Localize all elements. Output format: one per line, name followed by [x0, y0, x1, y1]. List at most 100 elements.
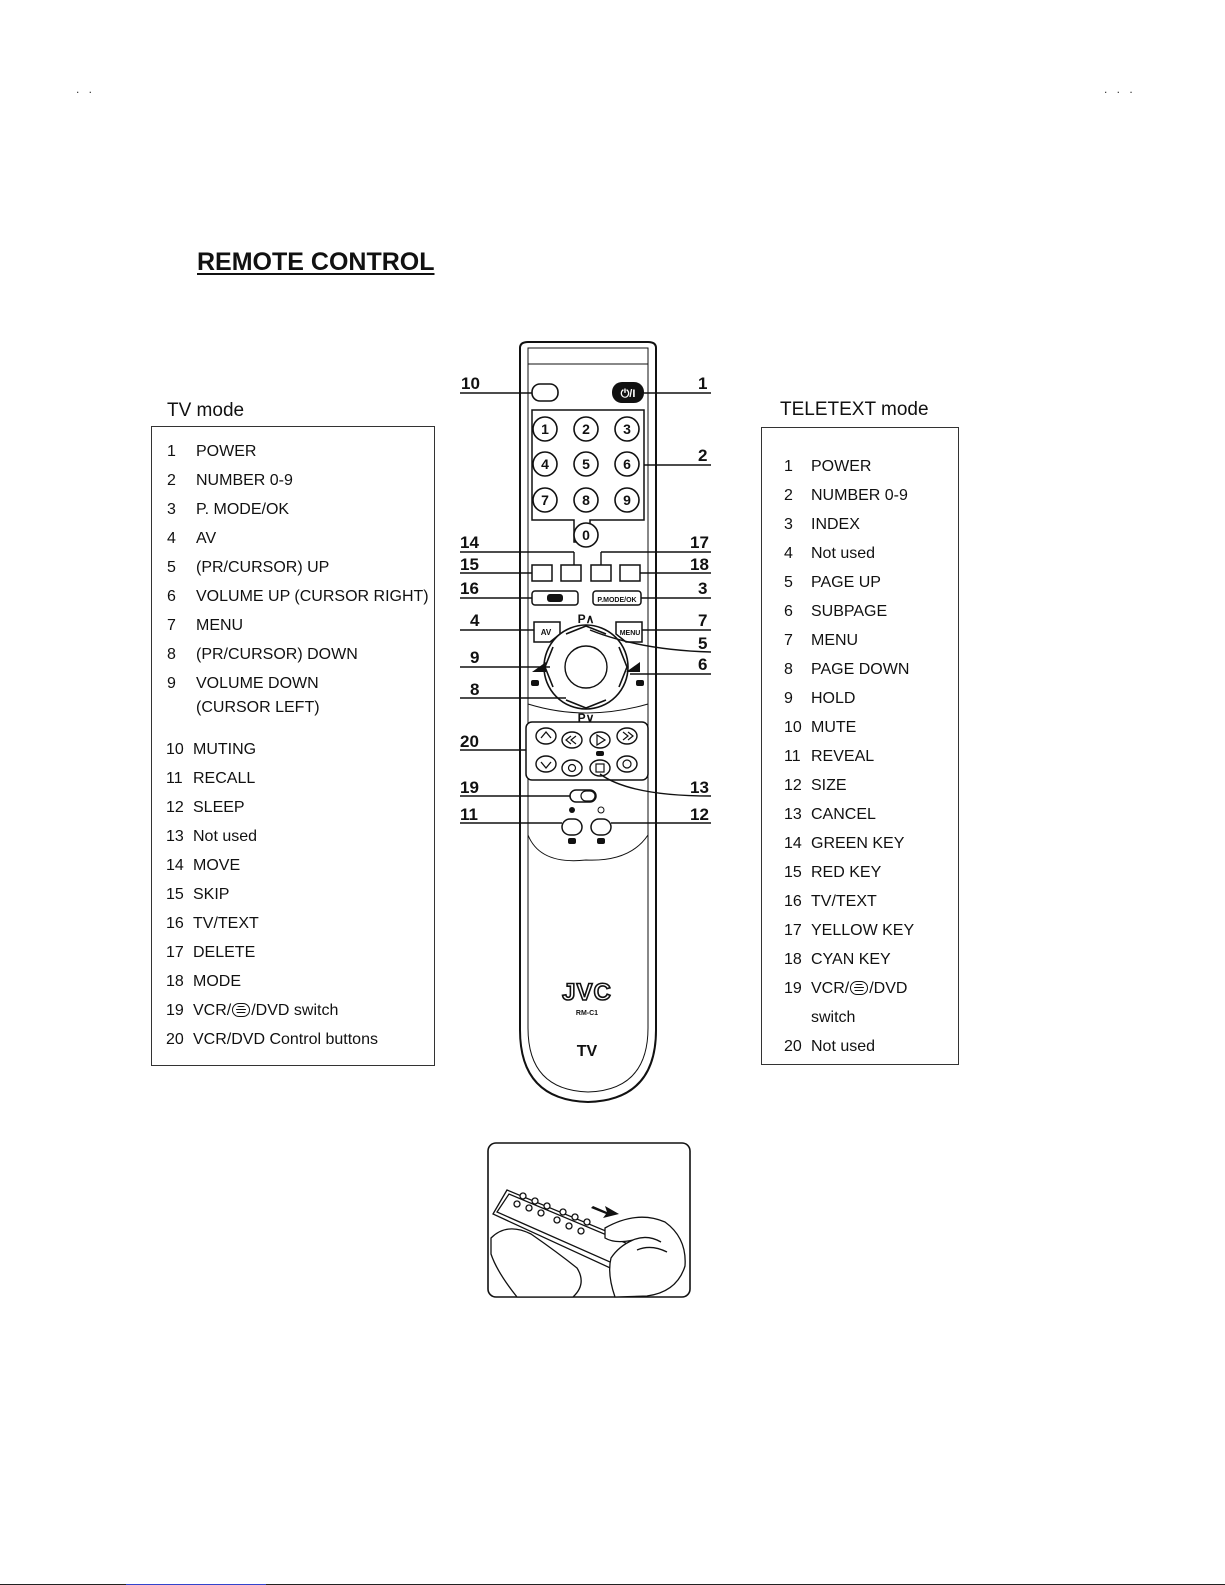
- item-label: CANCEL: [811, 800, 876, 829]
- item-number: 2: [784, 487, 793, 504]
- callout-13: 13: [690, 778, 709, 797]
- item-label-text: NUMBER 0-9: [811, 487, 908, 504]
- item-number: 9: [784, 690, 793, 707]
- item-number: 8: [167, 646, 176, 663]
- item-number: 19: [166, 1002, 184, 1019]
- item-label-text: MODE: [193, 973, 241, 990]
- tv-mode-item: 5(PR/CURSOR) UP: [152, 553, 434, 582]
- callout-2: 2: [698, 446, 707, 465]
- item-label-text: AV: [196, 530, 217, 547]
- item-label-text: POWER: [811, 458, 872, 475]
- item-number: 17: [784, 922, 802, 939]
- sleep-icon: [597, 806, 605, 814]
- item-number: 7: [167, 617, 176, 634]
- remote-tv-label: TV: [577, 1043, 598, 1060]
- subpage-icon: [636, 680, 644, 686]
- tv-mode-item: 8(PR/CURSOR) DOWN: [152, 640, 434, 669]
- teletext-icon: [850, 981, 869, 995]
- item-label-text: NUMBER 0-9: [196, 472, 293, 489]
- right-hand: [604, 1216, 686, 1298]
- item-label-text: CANCEL: [811, 806, 876, 823]
- item-label: TV/TEXT: [193, 909, 259, 938]
- recall-icon: [569, 807, 575, 813]
- digit-button-8[interactable]: [573, 487, 599, 513]
- vcr-channel-down-button[interactable]: [535, 755, 557, 773]
- vcr-fast-forward-button[interactable]: [616, 727, 638, 745]
- pause-icon: [595, 763, 605, 773]
- vcr-power-button[interactable]: [616, 755, 638, 773]
- digit-button-7[interactable]: [532, 487, 558, 513]
- item-label: Not used: [811, 1032, 875, 1061]
- teletext-mode-item: 9 HOLD: [762, 684, 958, 713]
- item-label-text: HOLD: [811, 690, 856, 707]
- item-label-text: P. MODE/OK: [196, 501, 290, 518]
- chevron-down-icon: [540, 761, 552, 770]
- callout-14: 14: [460, 533, 479, 552]
- digit-button-9[interactable]: [614, 487, 640, 513]
- red-key[interactable]: [531, 564, 553, 582]
- power-button[interactable]: [612, 382, 644, 403]
- callout-7: 7: [698, 611, 707, 630]
- callout-1: 1: [698, 374, 707, 393]
- item-label-text: VOLUME UP (CURSOR RIGHT): [196, 588, 429, 605]
- yellow-key[interactable]: [590, 564, 612, 582]
- item-number: 13: [166, 828, 184, 845]
- item-label-text: Not used: [193, 828, 258, 845]
- item-number: 4: [167, 530, 176, 547]
- item-number: 8: [784, 661, 793, 678]
- item-label: P. MODE/OK: [196, 495, 289, 524]
- vcr-play-button[interactable]: [589, 731, 611, 749]
- teletext-mode-item: switch: [762, 1003, 958, 1032]
- vcr-rewind-button[interactable]: [561, 731, 583, 749]
- callout-6: 6: [698, 655, 707, 674]
- item-label-text: (PR/CURSOR) UP: [196, 559, 330, 576]
- item-label: SUBPAGE: [811, 597, 887, 626]
- digit-button-3[interactable]: [614, 416, 640, 442]
- cyan-key[interactable]: [619, 564, 641, 582]
- direction-pad-center[interactable]: [564, 645, 608, 689]
- menu-button[interactable]: [615, 621, 643, 643]
- item-number: 4: [784, 545, 793, 562]
- callout-9: 9: [470, 648, 479, 667]
- digit-button-1[interactable]: [532, 416, 558, 442]
- vcr-stop-button[interactable]: [561, 759, 583, 777]
- callout-19: 19: [460, 778, 479, 797]
- item-label: GREEN KEY: [811, 829, 904, 858]
- item-label-text: SIZE: [811, 777, 847, 794]
- digit-label-2: 2: [582, 421, 590, 437]
- digit-label-1: 1: [541, 421, 549, 437]
- muting-button[interactable]: [531, 383, 559, 402]
- digit-button-6[interactable]: [614, 451, 640, 477]
- digit-button-4[interactable]: [532, 451, 558, 477]
- digit-label-0: 0: [582, 527, 590, 543]
- digit-button-5[interactable]: [573, 451, 599, 477]
- item-label: Not used: [811, 539, 875, 568]
- digit-button-0[interactable]: [573, 522, 599, 548]
- green-key[interactable]: [560, 564, 582, 582]
- digit-button-2[interactable]: [573, 416, 599, 442]
- item-label: YELLOW KEY: [811, 916, 914, 945]
- sleep-button[interactable]: [590, 818, 612, 836]
- item-label-text: MENU: [811, 632, 859, 649]
- item-label: REVEAL: [811, 742, 874, 771]
- item-label: MENU: [811, 626, 858, 655]
- recall-button[interactable]: [561, 818, 583, 836]
- vcr-channel-up-button[interactable]: [535, 727, 557, 745]
- slide-arrow-icon: [591, 1206, 619, 1218]
- item-label-suffix: /DVD switch: [251, 1002, 339, 1019]
- item-number: 1: [167, 443, 176, 460]
- vcr-pause-button[interactable]: [589, 759, 611, 777]
- brand-logo: JVC: [562, 979, 612, 1006]
- item-label: VOLUME DOWN: [196, 669, 319, 698]
